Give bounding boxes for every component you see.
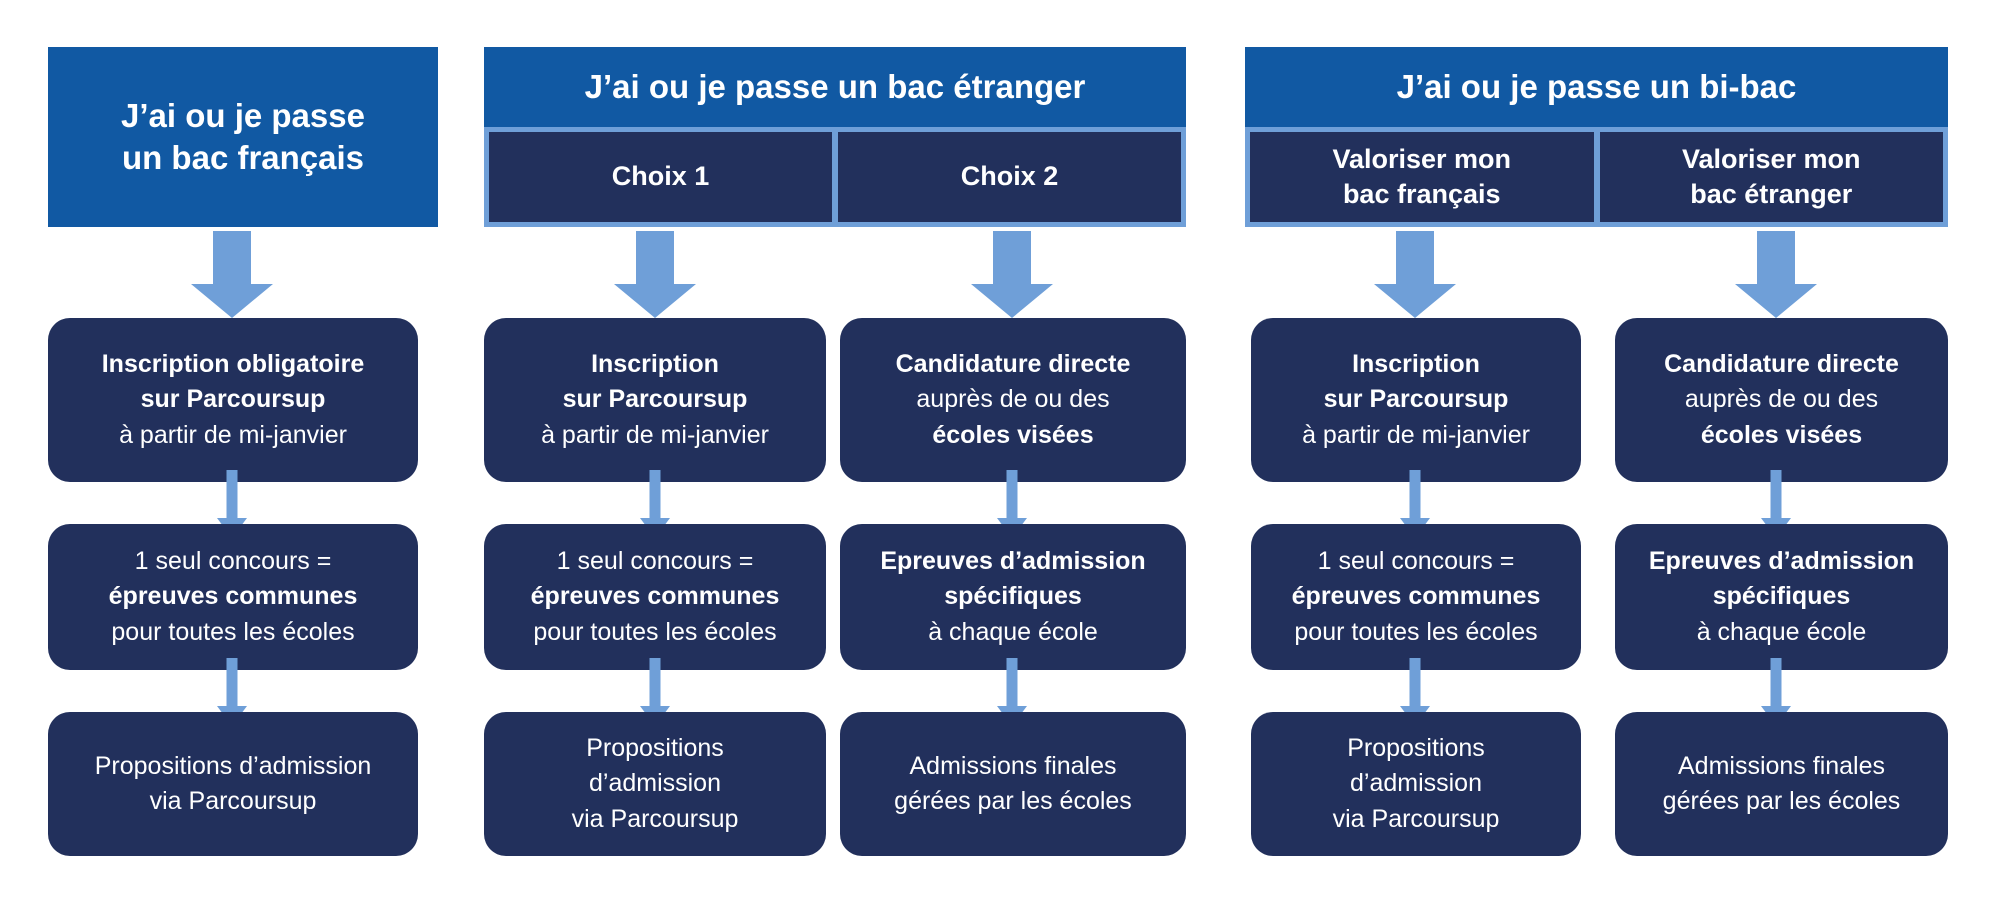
subtab-line-1: Valoriser mon <box>1332 143 1512 174</box>
step-box-path-choix-1-1: Inscription sur Parcoursup à partir de mi-… <box>484 318 826 482</box>
column-header-label-bac-francais: J’ai ou je passe un bac français <box>121 95 365 179</box>
step-text-line-2: épreuves communes <box>530 582 780 611</box>
step-text-line-2: gérées par les écoles <box>1662 787 1901 815</box>
step-box-path-valoriser-etranger-1: Candidature directe auprès de ou des école… <box>1615 318 1948 482</box>
subtab-line-2: bac étranger <box>1690 179 1853 209</box>
step-box-path-choix-2-2: Epreuves d’admission spécifiques à chaque … <box>840 524 1186 670</box>
step-box-path-bac-francais-1: Inscription obligatoire sur Parcoursup à p… <box>48 318 418 482</box>
subtab-band-bi-bac: Valoriser mon bac français Valoriser mon ba… <box>1245 127 1948 227</box>
step-text-line-3: via Parcoursup <box>571 804 739 833</box>
subtab-valoriser-bac-etranger[interactable]: Valoriser mon bac étranger <box>1599 132 1943 222</box>
flow-arrow-path-valoriser-etranger-2-to-3 <box>1761 658 1791 726</box>
flow-arrow-path-valoriser-francais-2-to-3 <box>1400 658 1430 726</box>
step-box-path-valoriser-francais-1: Inscription sur Parcoursup à partir de mi-… <box>1251 318 1581 482</box>
subtab-label: Valoriser mon bac étranger <box>1682 142 1861 212</box>
subtab-valoriser-bac-francais[interactable]: Valoriser mon bac français <box>1250 132 1594 222</box>
flow-arrow-path-valoriser-etranger-entry <box>1735 231 1817 318</box>
subtab-line-1: Valoriser mon <box>1681 143 1861 174</box>
step-text-line-1: Admissions finales <box>909 751 1117 780</box>
step-text-line-2: via Parcoursup <box>149 787 317 815</box>
step-text-line-1: Inscription <box>1352 349 1480 378</box>
step-box-path-bac-francais-2: 1 seul concours = épreuves communes pour t… <box>48 524 418 670</box>
step-text-line-2: d’admission <box>588 769 721 798</box>
step-text-line-1: Inscription <box>591 349 719 378</box>
step-text-line-1: Candidature directe <box>895 349 1131 378</box>
step-text-line-3: pour toutes les écoles <box>111 617 355 646</box>
step-box-path-choix-1-2: 1 seul concours = épreuves communes pour t… <box>484 524 826 670</box>
step-box-path-bac-francais-3: Propositions d’admission via Parcoursup <box>48 712 418 856</box>
step-box-path-valoriser-francais-2: 1 seul concours = épreuves communes pour t… <box>1251 524 1581 670</box>
flow-arrow-path-choix-2-entry <box>971 231 1053 318</box>
flow-arrow-path-bac-francais-entry <box>191 231 273 318</box>
step-text-line-3: à partir de mi-janvier <box>119 420 347 449</box>
step-text-line-1: Propositions d’admission <box>94 751 372 780</box>
step-text-line-1: 1 seul concours = <box>556 546 754 575</box>
step-text-line-2: auprès de ou des <box>1684 385 1879 414</box>
flow-arrow-path-valoriser-francais-entry <box>1374 231 1456 318</box>
subtab-choix-2[interactable]: Choix 2 <box>838 132 1181 222</box>
column-header-bac-francais: J’ai ou je passe un bac français <box>48 47 438 227</box>
step-text-line-1: Candidature directe <box>1664 349 1899 378</box>
subtab-line-2: bac français <box>1342 179 1501 209</box>
step-text-line-2: sur Parcoursup <box>1323 385 1509 414</box>
step-text-line-3: écoles visées <box>1700 420 1863 449</box>
flow-arrow-path-choix-1-1-to-2 <box>640 470 670 538</box>
step-text-line-2: spécifiques <box>944 582 1082 611</box>
step-box-path-choix-1-3: Propositions d’admission via Parcoursup <box>484 712 826 856</box>
flow-arrow-path-choix-2-2-to-3 <box>997 658 1027 726</box>
step-text-line-2: épreuves communes <box>1291 582 1541 611</box>
step-text-line-1: Epreuves d’admission <box>880 546 1146 575</box>
step-text-line-2: gérées par les écoles <box>894 787 1132 815</box>
step-text-line-1: Admissions finales <box>1677 751 1886 780</box>
step-text-line-3: à partir de mi-janvier <box>541 420 769 449</box>
column-header-line-1: J’ai ou je passe <box>121 96 365 134</box>
step-text-line-3: écoles visées <box>932 420 1094 449</box>
column-header-line-2: un bac français <box>121 139 365 176</box>
step-text-line-3: via Parcoursup <box>1332 804 1500 833</box>
step-box-path-valoriser-etranger-2: Epreuves d’admission spécifiques à chaque … <box>1615 524 1948 670</box>
subtab-choix-1[interactable]: Choix 1 <box>489 132 832 222</box>
flow-arrow-path-bac-francais-2-to-3 <box>217 658 247 726</box>
step-text-line-2: auprès de ou des <box>916 385 1110 414</box>
step-text-line-3: pour toutes les écoles <box>533 617 777 646</box>
flow-arrow-path-valoriser-etranger-1-to-2 <box>1761 470 1791 538</box>
step-text-line-3: à partir de mi-janvier <box>1302 420 1530 449</box>
subtab-label: Choix 2 <box>960 161 1059 192</box>
step-text-line-1: Propositions <box>1347 733 1485 762</box>
step-box-path-valoriser-etranger-3: Admissions finales gérées par les écoles <box>1615 712 1948 856</box>
step-text-line-2: sur Parcoursup <box>562 385 748 414</box>
step-box-path-choix-2-1: Candidature directe auprès de ou des école… <box>840 318 1186 482</box>
step-text-line-2: sur Parcoursup <box>140 385 326 414</box>
column-header-bac-etranger: J’ai ou je passe un bac étranger <box>484 47 1186 127</box>
step-text-line-1: Propositions <box>586 733 724 762</box>
subtab-label: Choix 1 <box>611 161 710 192</box>
column-header-label-bi-bac: J’ai ou je passe un bi-bac <box>1396 67 1797 105</box>
step-text-line-3: pour toutes les écoles <box>1294 617 1538 646</box>
step-text-line-1: 1 seul concours = <box>134 546 332 575</box>
step-box-path-choix-2-3: Admissions finales gérées par les écoles <box>840 712 1186 856</box>
step-text-line-3: à chaque école <box>1696 617 1867 646</box>
column-header-bi-bac: J’ai ou je passe un bi-bac <box>1245 47 1948 127</box>
subtab-band-bac-etranger: Choix 1 Choix 2 <box>484 127 1186 227</box>
flow-arrow-path-bac-francais-1-to-2 <box>217 470 247 538</box>
flow-arrow-path-choix-1-entry <box>614 231 696 318</box>
step-text-line-3: à chaque école <box>928 617 1098 646</box>
step-text-line-2: d’admission <box>1349 769 1482 798</box>
subtab-label: Valoriser mon bac français <box>1332 142 1511 212</box>
step-text-line-1: Inscription obligatoire <box>101 349 365 378</box>
flow-arrow-path-choix-1-2-to-3 <box>640 658 670 726</box>
step-text-line-1: Epreuves d’admission <box>1648 546 1915 575</box>
step-text-line-2: épreuves communes <box>108 582 358 611</box>
step-box-path-valoriser-francais-3: Propositions d’admission via Parcoursup <box>1251 712 1581 856</box>
step-text-line-2: spécifiques <box>1712 582 1851 611</box>
step-text-line-1: 1 seul concours = <box>1317 546 1515 575</box>
column-header-label-bac-etranger: J’ai ou je passe un bac étranger <box>584 67 1086 105</box>
flow-arrow-path-choix-2-1-to-2 <box>997 470 1027 538</box>
flow-arrow-path-valoriser-francais-1-to-2 <box>1400 470 1430 538</box>
